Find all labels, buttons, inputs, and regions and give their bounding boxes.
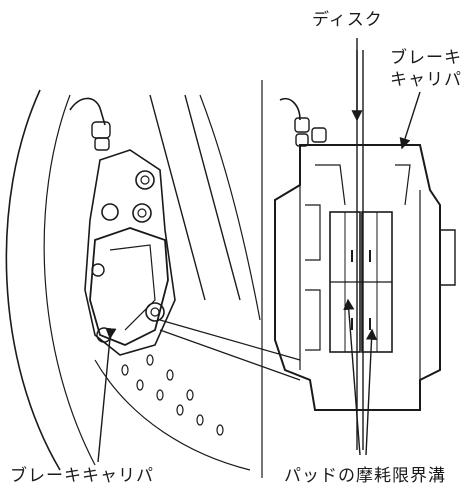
caliper-bottom-label: ブレーキキャリパ bbox=[10, 466, 154, 486]
caliper-right-label-line2: キャリパ bbox=[390, 70, 462, 90]
pad-wear-groove-label: パッドの摩耗限界溝 bbox=[284, 466, 446, 486]
caliper-right-label-line1: ブレーキ bbox=[390, 48, 462, 68]
label-arrows bbox=[343, 38, 421, 456]
disc-label: ディスク bbox=[312, 10, 383, 30]
right-panel bbox=[274, 50, 456, 450]
left-panel bbox=[5, 89, 301, 471]
